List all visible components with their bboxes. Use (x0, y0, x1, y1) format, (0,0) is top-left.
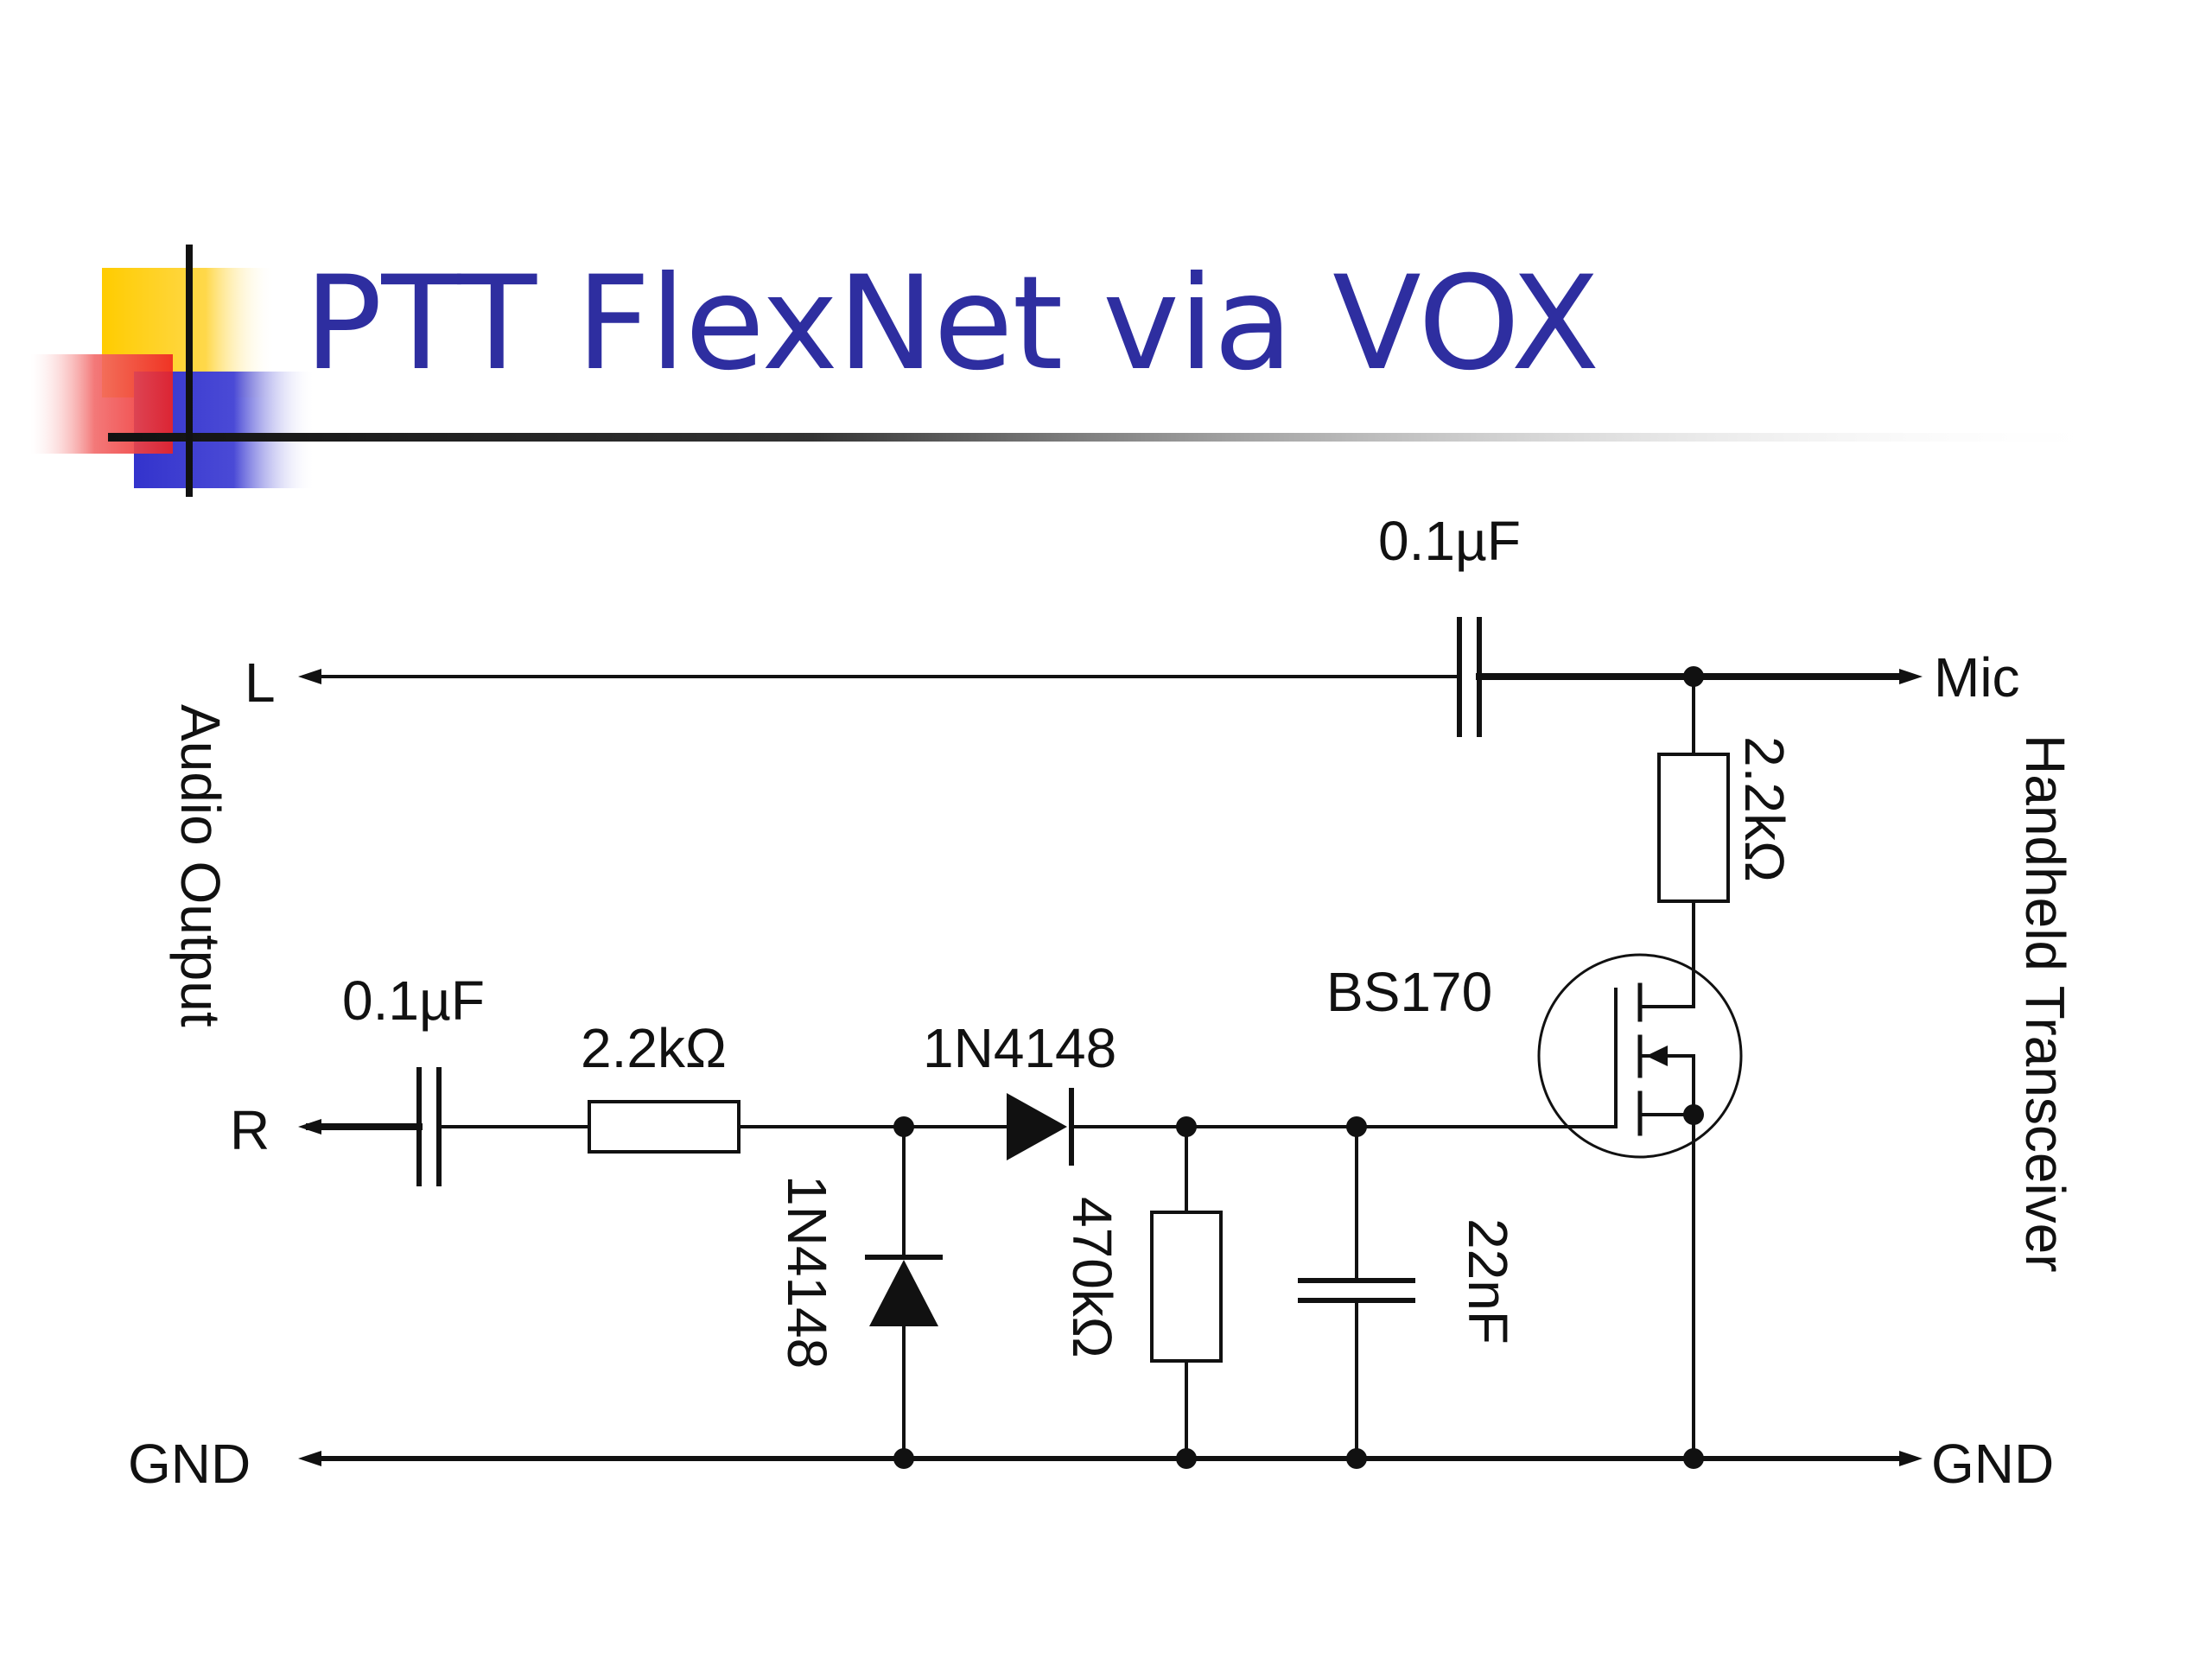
terminal-gnd-left: GND (128, 1433, 251, 1495)
capacitor-input (416, 1067, 442, 1186)
label-capacitor-top: 0.1µF (1378, 510, 1521, 572)
label-handheld-transceiver: Handheld Transceiver (2014, 734, 2076, 1273)
resistor-bleed-branch (1150, 1116, 1223, 1460)
wire-l-line (298, 669, 1923, 684)
capacitor-top (1457, 617, 1482, 737)
wire-r-line (298, 1119, 1618, 1135)
logo-vertical-line (186, 245, 193, 497)
label-capacitor-input: 0.1µF (342, 969, 485, 1032)
mosfet (1537, 953, 1743, 1159)
terminal-gnd-right: GND (1931, 1433, 2054, 1495)
drain-branch (1638, 666, 1730, 1008)
terminal-r: R (230, 1099, 270, 1161)
label-diode-series: 1N4148 (923, 1017, 1116, 1079)
label-resistor-drain: 2.2kΩ (1733, 736, 1796, 882)
label-resistor-input: 2.2kΩ (581, 1017, 727, 1079)
diode-shunt (865, 1116, 943, 1460)
label-capacitor-filter: 22nF (1457, 1218, 1519, 1344)
label-resistor-bleed: 470kΩ (1061, 1197, 1123, 1358)
resistor-input (588, 1100, 741, 1154)
title-rule (108, 433, 2121, 442)
terminal-l: L (245, 652, 276, 714)
page-title: PTT FlexNet via VOX (304, 249, 1599, 399)
label-mosfet: BS170 (1326, 961, 1492, 1023)
resistor-bleed (1150, 1211, 1223, 1363)
label-diode-shunt: 1N4148 (776, 1175, 838, 1369)
label-audio-output: Audio Output (169, 704, 232, 1027)
resistor-drain (1657, 753, 1730, 903)
wire-gnd-line (298, 1448, 1923, 1469)
diode-series (1007, 1088, 1074, 1166)
terminal-mic: Mic (1934, 646, 2020, 709)
capacitor-filter-branch (1298, 1116, 1415, 1460)
